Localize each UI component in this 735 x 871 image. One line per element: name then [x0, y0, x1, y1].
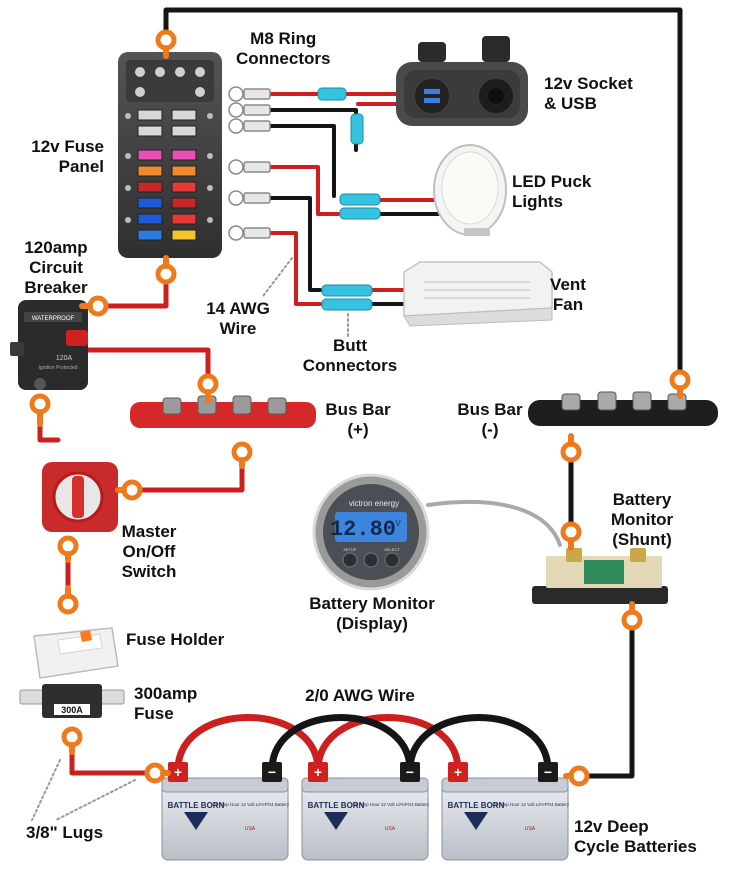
- monitor-setup-text: SETUP: [343, 547, 357, 552]
- battery-shunt: [532, 548, 668, 604]
- monitor-unit-text: V: [395, 519, 401, 528]
- battery-brand-text: BATTLE BORN: [448, 801, 505, 810]
- label-20awg-wire: 2/0 AWG Wire: [305, 686, 415, 705]
- battery-desc-text: 100 Amp Hour 12 Volt LiFePO4 Battery: [351, 802, 430, 807]
- wire-fuse-battery: [69, 735, 155, 776]
- fuse-holder: [33, 627, 119, 679]
- wire-light-neg: [266, 124, 336, 198]
- battery-terminals: + − + − + −: [168, 762, 558, 782]
- battery-origin-text: USA: [525, 826, 536, 832]
- socket-usb: [396, 36, 528, 126]
- battery-desc-text: 100 Amp Hour 12 Volt LiFePO4 Battery: [491, 802, 570, 807]
- wire-fan-neg: [266, 196, 322, 292]
- terminal-pos-text: +: [174, 764, 182, 780]
- cable-battery-black-1: [268, 714, 414, 774]
- battery-origin-text: USA: [245, 826, 256, 832]
- vent-fan: [403, 261, 553, 327]
- cable-battery-black-2: [406, 714, 552, 774]
- monitor-brand-text: victron energy: [349, 499, 399, 508]
- fuse-row: [137, 109, 197, 241]
- battery-brand-text: BATTLE BORN: [168, 801, 225, 810]
- battery-desc-text: 100 Amp Hour 12 Volt LiFePO4 Battery: [211, 802, 290, 807]
- terminal-pos-text: +: [314, 764, 322, 780]
- lugs: [29, 29, 691, 787]
- battery: BATTLE BORN 100 Amp Hour 12 Volt LiFePO4…: [161, 777, 290, 861]
- label-bus-bar-positive: Bus Bar(+): [325, 400, 391, 439]
- terminal-neg-text: −: [406, 764, 414, 780]
- terminal-neg-text: −: [544, 764, 552, 780]
- wire-busbar-switch: [125, 445, 245, 493]
- lug-stems: [37, 45, 683, 779]
- bus-bar-negative: [528, 391, 718, 426]
- monitor-reading-text: 12.80: [330, 517, 396, 542]
- terminal-pos-text: +: [454, 764, 462, 780]
- label-bus-bar-negative: Bus Bar(-): [457, 400, 523, 439]
- terminal-neg-text: −: [268, 764, 276, 780]
- monitor-select-text: SELECT: [384, 547, 400, 552]
- master-switch: [42, 462, 118, 532]
- bus-bar-positive: [130, 395, 316, 428]
- breaker-sub-text: Ignition Protected: [39, 365, 78, 371]
- circuit-breaker: WATERPROOF 120A Ignition Protected: [10, 300, 88, 390]
- battery-brand-text: BATTLE BORN: [308, 801, 365, 810]
- battery: BATTLE BORN 100 Amp Hour 12 Volt LiFePO4…: [441, 777, 570, 861]
- label-fuse-holder: Fuse Holder: [126, 630, 225, 649]
- label-battery-monitor-display: Battery Monitor(Display): [309, 594, 435, 633]
- label-lugs: 3/8" Lugs: [26, 823, 104, 842]
- wire-shunt-battery: [575, 619, 635, 779]
- ring-connectors: [228, 86, 271, 241]
- wire-breaker-busbar: [77, 347, 211, 387]
- wire-fan-pos: [266, 231, 322, 306]
- wire-light-pos: [266, 165, 340, 216]
- cable-battery-red-2: [314, 714, 462, 774]
- led-puck-light: [433, 144, 507, 236]
- battery-monitor-display: victron energy 12.80 V SETUP SELECT: [312, 473, 430, 591]
- battery-origin-text: USA: [385, 826, 396, 832]
- fuse-rating-text: 300A: [61, 705, 83, 715]
- wire-display-shunt: [426, 500, 562, 547]
- pointer-lugs-2: [55, 779, 136, 821]
- fuse-300amp: 300A: [19, 684, 125, 718]
- label-socket-usb: 12v Socket& USB: [544, 74, 633, 113]
- breaker-waterproof-text: WATERPROOF: [32, 316, 75, 322]
- cable-battery-red-1: [174, 714, 322, 774]
- batteries: BATTLE BORN 100 Amp Hour 12 Volt LiFePO4…: [161, 762, 570, 861]
- fuse-panel: [118, 52, 222, 258]
- pointer-lugs-1: [31, 759, 61, 821]
- battery: BATTLE BORN 100 Amp Hour 12 Volt LiFePO4…: [301, 777, 430, 861]
- butt-connectors: [317, 87, 381, 311]
- breaker-rating-text: 120A: [56, 355, 73, 362]
- wire-socket-neg: [266, 108, 358, 152]
- wire-panel-ground: [163, 7, 683, 381]
- pointer-awg14: [262, 257, 293, 297]
